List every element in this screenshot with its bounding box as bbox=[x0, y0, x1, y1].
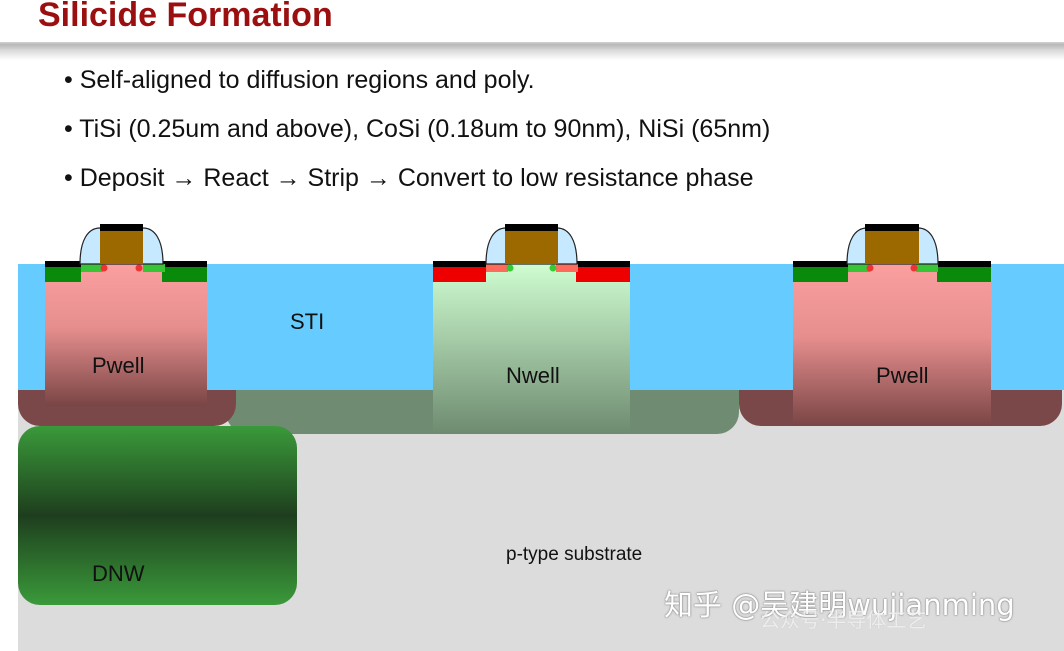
pmos-middle bbox=[433, 224, 630, 282]
pwell-right bbox=[793, 264, 991, 426]
ldd-region bbox=[916, 264, 938, 272]
n-plus-diffusion bbox=[162, 266, 207, 282]
n-plus-diffusion bbox=[45, 266, 81, 282]
substrate-label: p-type substrate bbox=[506, 544, 642, 565]
silicide-layer bbox=[576, 261, 630, 267]
junction-dot bbox=[549, 264, 557, 272]
bullet-list: • Self-aligned to diffusion regions and … bbox=[64, 63, 770, 210]
poly-gate bbox=[100, 231, 143, 264]
watermark-text: 知乎 @吴建明wujianming bbox=[664, 588, 1015, 622]
ldd-region bbox=[81, 264, 103, 272]
silicide-layer bbox=[937, 261, 991, 267]
poly-gate bbox=[865, 231, 919, 264]
gate-silicide bbox=[100, 224, 143, 231]
nwell-label: Nwell bbox=[506, 363, 560, 388]
ldd-region bbox=[486, 264, 508, 272]
junction-dot bbox=[910, 264, 918, 272]
nmos-left bbox=[45, 224, 207, 282]
junction-dot bbox=[866, 264, 874, 272]
nmos-right bbox=[793, 224, 991, 282]
sti-label: STI bbox=[290, 309, 324, 334]
n-plus-diffusion bbox=[937, 266, 991, 282]
pwell-right-label: Pwell bbox=[876, 363, 929, 388]
gate-silicide bbox=[505, 224, 558, 231]
pwell-left bbox=[45, 264, 207, 406]
nwell bbox=[433, 264, 630, 434]
p-plus-diffusion bbox=[576, 266, 630, 282]
bullet-item: • Deposit → React → Strip → Convert to l… bbox=[64, 164, 754, 192]
title-underline-bar bbox=[0, 42, 1064, 60]
silicide-layer bbox=[45, 261, 81, 267]
junction-dot bbox=[100, 264, 108, 272]
p-plus-diffusion bbox=[433, 266, 486, 282]
deep-nwell-region bbox=[18, 426, 297, 605]
silicide-layer bbox=[433, 261, 486, 267]
watermark-subtext: 公众号·半导体工艺 bbox=[760, 608, 927, 632]
pwell-left-label: Pwell bbox=[92, 353, 145, 378]
ldd-region bbox=[143, 264, 165, 272]
ldd-region bbox=[848, 264, 870, 272]
n-plus-diffusion bbox=[793, 266, 848, 282]
silicide-layer bbox=[793, 261, 848, 267]
junction-dot bbox=[135, 264, 143, 272]
bullet-item: • Self-aligned to diffusion regions and … bbox=[64, 66, 535, 94]
gate-silicide bbox=[865, 224, 919, 231]
ldd-region bbox=[556, 264, 578, 272]
dnw-label: DNW bbox=[92, 561, 145, 586]
slide-title: Silicide Formation bbox=[38, 0, 333, 34]
poly-gate bbox=[505, 231, 558, 264]
silicide-layer bbox=[162, 261, 207, 267]
junction-dot bbox=[506, 264, 514, 272]
bullet-item: • TiSi (0.25um and above), CoSi (0.18um … bbox=[64, 115, 771, 143]
